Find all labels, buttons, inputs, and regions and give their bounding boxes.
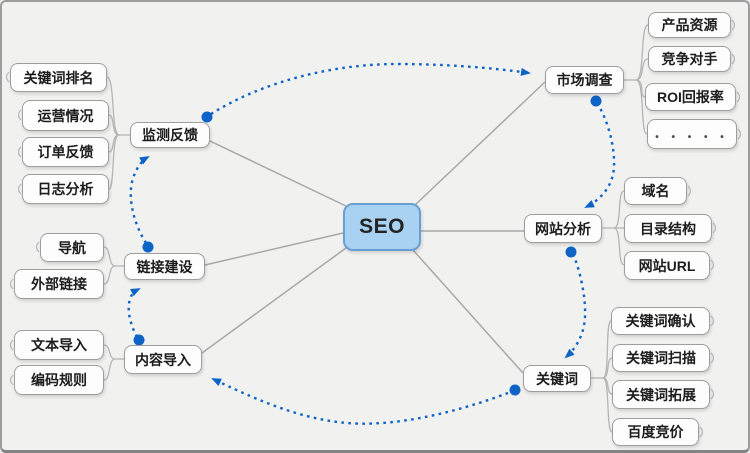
flow-link-to-monitor: [129, 155, 150, 244]
flow-keyword-to-content: [211, 377, 509, 425]
node-site-analysis[interactable]: 网站分析: [524, 214, 602, 243]
flow-anchor-dots: [133, 95, 602, 396]
brace-connectors: [103, 24, 649, 433]
node-monitoring-feedback[interactable]: 监测反馈: [130, 122, 210, 148]
leaf-keyword-confirm[interactable]: 关键词确认: [611, 307, 710, 335]
node-keywords[interactable]: 关键词: [523, 365, 591, 392]
leaf-keyword-ranking[interactable]: 关键词排名: [10, 63, 107, 92]
leaf-product-resources[interactable]: 产品资源: [648, 12, 731, 38]
leaf-hooks: [5, 19, 742, 438]
leaf-external-links[interactable]: 外部链接: [14, 269, 104, 299]
flow-site-to-keyword: [564, 253, 587, 359]
flow-content-to-link: [127, 287, 141, 338]
node-link-building[interactable]: 链接建设: [124, 253, 205, 280]
flow-market-to-site: [584, 102, 616, 209]
leaf-order-feedback[interactable]: 订单反馈: [22, 137, 109, 167]
radial-lines: [201, 81, 546, 374]
leaf-operation-status[interactable]: 运营情况: [22, 100, 109, 131]
leaf-encoding-rules[interactable]: 编码规则: [14, 365, 104, 395]
node-content-import[interactable]: 内容导入: [124, 345, 202, 374]
leaf-log-analysis[interactable]: 日志分析: [22, 174, 109, 204]
node-market-research[interactable]: 市场调查: [545, 66, 624, 94]
leaf-keyword-expand[interactable]: 关键词拓展: [612, 380, 710, 409]
flow-monitor-to-market: [210, 62, 531, 116]
leaf-text-import[interactable]: 文本导入: [14, 330, 104, 360]
leaf-roi-rate[interactable]: ROI回报率: [645, 83, 736, 111]
leaf-competitors[interactable]: 竞争对手: [648, 46, 731, 72]
node-seo[interactable]: SEO: [343, 203, 421, 251]
leaf-domain[interactable]: 域名: [624, 177, 687, 205]
leaf-site-url[interactable]: 网站URL: [624, 251, 710, 280]
leaf-keyword-scan[interactable]: 关键词扫描: [612, 344, 710, 372]
flow-paths: [127, 62, 616, 425]
leaf-navigation[interactable]: 导航: [40, 233, 104, 262]
leaf-more-ellipsis[interactable]: • • • • •: [647, 119, 737, 149]
leaf-directory-structure[interactable]: 目录结构: [624, 214, 712, 243]
leaf-baidu-bidding[interactable]: 百度竞价: [612, 418, 699, 446]
